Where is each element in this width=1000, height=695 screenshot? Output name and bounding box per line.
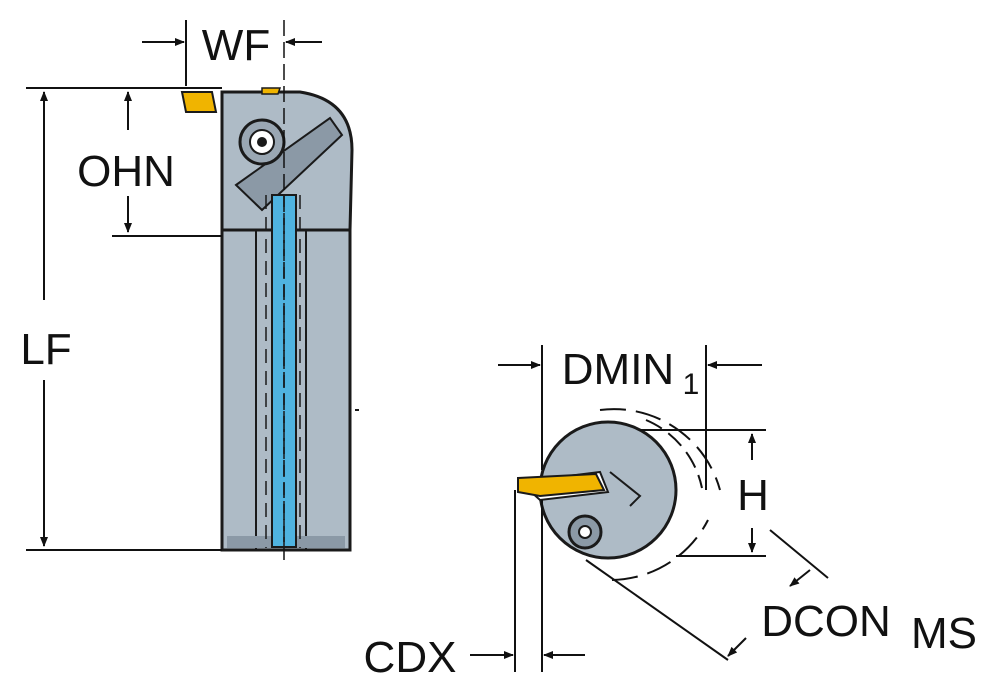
end-view-insert <box>517 472 606 498</box>
label-dmin: DMIN <box>562 345 674 394</box>
lf-dimension: LF <box>20 87 222 551</box>
cutting-insert <box>180 91 218 113</box>
boring-bar-end-view <box>517 408 721 581</box>
label-lf: LF <box>20 325 71 374</box>
ohn-dimension: OHN <box>77 87 222 237</box>
label-ohn: OHN <box>77 147 175 196</box>
label-dcon: DCON <box>761 597 891 646</box>
wf-dimension: WF <box>142 20 322 560</box>
label-cdx: CDX <box>364 633 457 682</box>
label-h: H <box>737 471 769 520</box>
label-dcon-subscript: MS <box>911 609 977 658</box>
dmin-dimension: DMIN 1 <box>498 345 762 490</box>
label-dmin-subscript: 1 <box>683 368 700 401</box>
dcon-dimension: DCON MS <box>585 529 977 661</box>
label-wf: WF <box>202 21 270 70</box>
h-dimension: H <box>640 429 769 557</box>
boring-bar-side-view <box>180 87 359 552</box>
cdx-dimension: CDX <box>364 490 585 682</box>
